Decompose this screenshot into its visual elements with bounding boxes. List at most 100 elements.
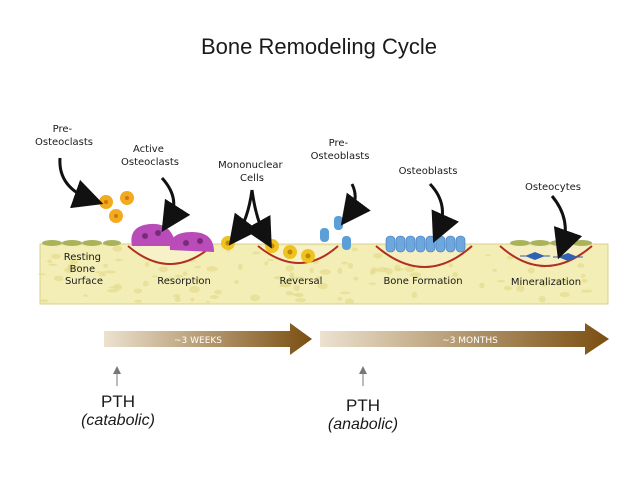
bone-spot (337, 267, 343, 275)
bone-spot (285, 265, 295, 272)
pth-anabolic-kind: (anabolic) (327, 416, 399, 433)
pth-catabolic-kind: (catabolic) (81, 412, 155, 429)
bone-spot (70, 259, 79, 265)
bone-spot (83, 294, 88, 297)
bone-spot (370, 268, 375, 276)
bone-spot (165, 277, 175, 280)
bone-spot (182, 271, 188, 276)
bone-spot (344, 298, 354, 305)
bone-spot (527, 267, 535, 274)
bone-spot (555, 278, 567, 285)
bone-spot (341, 261, 349, 265)
bone-spot (38, 273, 46, 276)
bone-spot (278, 284, 289, 288)
osteoblast-cell (425, 235, 436, 253)
bone-spot (316, 276, 322, 280)
bone-spot (538, 295, 546, 303)
diagram-title: Bone Remodeling Cycle (200, 34, 438, 59)
bone-spot (409, 272, 421, 278)
bone-spot (293, 276, 305, 280)
bone-spot (576, 263, 585, 268)
bone-spot (174, 274, 184, 278)
active-osteoclast-cells (131, 223, 214, 252)
bone-spot (190, 297, 195, 302)
osteoblast-cell (385, 235, 396, 253)
bone-spot (53, 275, 64, 282)
bone-spot (317, 282, 328, 290)
cell-labels: Pre- Osteoclasts Active Osteoclasts Mono… (35, 124, 581, 193)
bone-spot (189, 285, 200, 293)
bone-spot (151, 275, 159, 278)
label-osteoblasts: Osteoblasts (399, 166, 458, 177)
timeline: ~3 WEEKS ~3 MONTHS (104, 323, 609, 355)
bone-spot (497, 280, 506, 283)
label-mononuclear-cells: Mononuclear Cells (218, 160, 286, 184)
label-pre-osteoclasts: Pre- Osteoclasts (35, 124, 93, 148)
bone-spot (289, 274, 294, 281)
bone-spot (353, 276, 359, 281)
bone-spot (404, 266, 415, 273)
osteoblast-cell (435, 235, 446, 253)
bone-spot (385, 268, 393, 275)
bone-spot (443, 280, 450, 285)
pth-pointers (113, 366, 367, 386)
bone-spot (95, 271, 106, 274)
pointer-arrows (58, 157, 583, 260)
bone-spot (250, 294, 261, 302)
weeks-arrow (104, 323, 312, 355)
label-pre-osteoblasts: Pre- Osteoblasts (311, 138, 370, 162)
bone-spot (75, 265, 82, 269)
pth-catabolic-name: PTH (101, 392, 135, 411)
bone-spot (113, 283, 122, 291)
pth-catabolic: PTH (catabolic) (72, 392, 164, 430)
bone-spot (98, 273, 107, 277)
bone-spot (112, 245, 123, 252)
bone-spot (214, 289, 223, 295)
label-active-osteoclasts: Active Osteoclasts (121, 144, 179, 168)
bone-spot (104, 270, 116, 274)
osteoblast-cell (395, 235, 406, 253)
bone-spot (295, 298, 307, 303)
bone-spot (319, 269, 331, 275)
pth-anabolic: PTH (anabolic) (316, 396, 410, 434)
bone-spot (285, 291, 294, 296)
bone-spot (158, 266, 169, 273)
bone-spot (273, 276, 284, 280)
bone-spot (144, 261, 150, 267)
bone-spot (134, 299, 142, 303)
bone-spot (142, 280, 149, 287)
osteoblast-cell (405, 235, 416, 253)
bone-spot (506, 255, 514, 260)
months-label: ~3 MONTHS (442, 336, 498, 346)
bone-spot (337, 297, 343, 301)
bone-spot (206, 300, 211, 303)
bone-spot (293, 284, 300, 292)
bone-spot (492, 268, 498, 272)
bone-spot (238, 263, 243, 271)
bone-spot (485, 254, 491, 257)
pre-osteoclast-cells (99, 191, 134, 223)
osteocytes-pointer (550, 195, 583, 260)
label-osteocytes: Osteocytes (525, 182, 581, 193)
osteoblast-cell (455, 235, 466, 253)
bone-spot (393, 268, 405, 271)
bone-spot (174, 296, 181, 303)
stage-resorption: Resorption (157, 276, 211, 287)
bone-spot (411, 291, 418, 299)
stage-mineralization: Mineralization (511, 277, 581, 288)
mononuclear-pointer-left (228, 189, 259, 246)
bone-spot (452, 272, 459, 278)
pre-osteoblasts-pointer (340, 183, 371, 226)
bone-spot (266, 258, 274, 262)
osteoblasts-pointer (428, 182, 460, 243)
bone-spot (67, 263, 75, 271)
bone-spot (373, 252, 383, 259)
bone-spot (133, 288, 143, 294)
bone-spot (559, 291, 570, 298)
bone-spot (234, 279, 239, 285)
pre-osteoblast-cells (320, 216, 351, 250)
osteoblast-cell (415, 235, 426, 253)
bone-spot (581, 273, 586, 278)
